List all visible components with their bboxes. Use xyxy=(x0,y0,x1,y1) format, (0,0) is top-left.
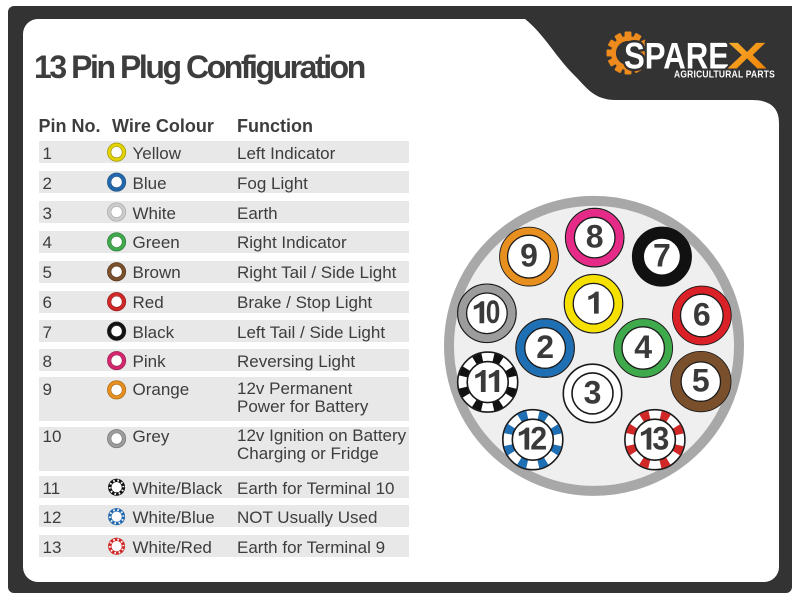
svg-text:2: 2 xyxy=(536,329,554,365)
svg-text:7: 7 xyxy=(653,238,671,274)
svg-text:AGRICULTURAL PARTS: AGRICULTURAL PARTS xyxy=(674,69,775,81)
svg-text:3: 3 xyxy=(584,374,602,410)
svg-text:X: X xyxy=(727,36,768,77)
svg-text:2: 2 xyxy=(530,421,547,457)
svg-text:9: 9 xyxy=(520,238,538,274)
svg-text:0: 0 xyxy=(486,294,501,330)
svg-text:5: 5 xyxy=(692,363,710,399)
svg-text:4: 4 xyxy=(634,329,652,365)
svg-text:8: 8 xyxy=(586,219,604,255)
svg-text:SPARE: SPARE xyxy=(624,36,729,77)
svg-text:3: 3 xyxy=(652,421,669,457)
svg-text:6: 6 xyxy=(693,296,711,332)
